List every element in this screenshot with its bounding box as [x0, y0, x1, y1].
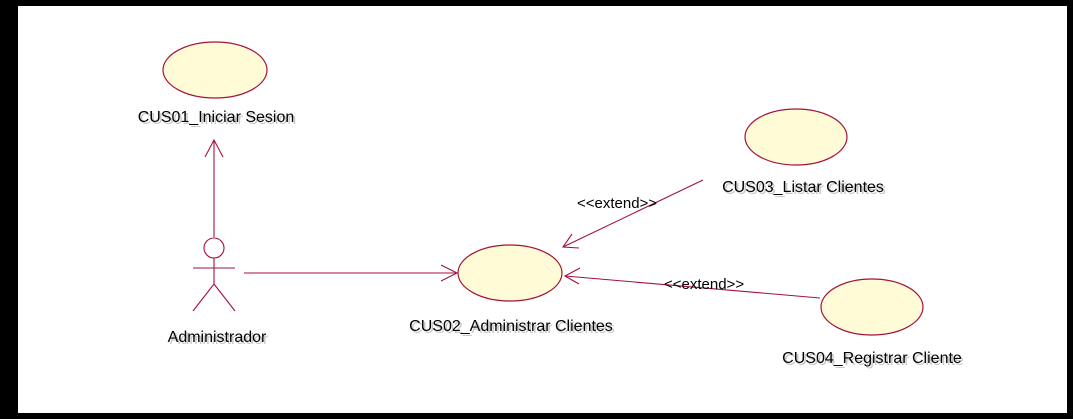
actor-administrador-label: Administrador [168, 329, 267, 346]
actor-administrador-label-shadow: Administrador [170, 331, 269, 348]
extend-label-cus03: <<extend>> [577, 195, 657, 212]
extend-cus04-to-cus02 [563, 267, 821, 299]
actor-administrador-figure[interactable] [192, 237, 236, 312]
extend-label-cus04: <<extend>> [664, 276, 744, 293]
use-case-cus01-label: CUS01_Iniciar Sesion [138, 109, 295, 126]
association-actor-to-cus01 [204, 138, 224, 237]
use-case-cus01-ellipse[interactable] [162, 41, 268, 99]
use-case-cus03-label: CUS03_Listar Clientes [722, 179, 884, 196]
use-case-cus04-ellipse[interactable] [820, 278, 924, 336]
use-case-cus04-label: CUS04_Registrar Cliente [782, 350, 962, 367]
use-case-cus02-ellipse[interactable] [457, 244, 563, 302]
use-case-cus01-label-shadow: CUS01_Iniciar Sesion [140, 111, 297, 128]
extend-cus03-to-cus02 [561, 179, 704, 249]
use-case-cus02-label: CUS02_Administrar Clientes [409, 318, 613, 335]
use-case-cus02-label-shadow: CUS02_Administrar Clientes [411, 320, 615, 337]
use-case-cus03-label-shadow: CUS03_Listar Clientes [724, 181, 886, 198]
use-case-cus03-ellipse[interactable] [744, 108, 848, 166]
use-case-cus04-label-shadow: CUS04_Registrar Cliente [784, 352, 964, 369]
association-actor-to-cus02 [244, 264, 459, 282]
